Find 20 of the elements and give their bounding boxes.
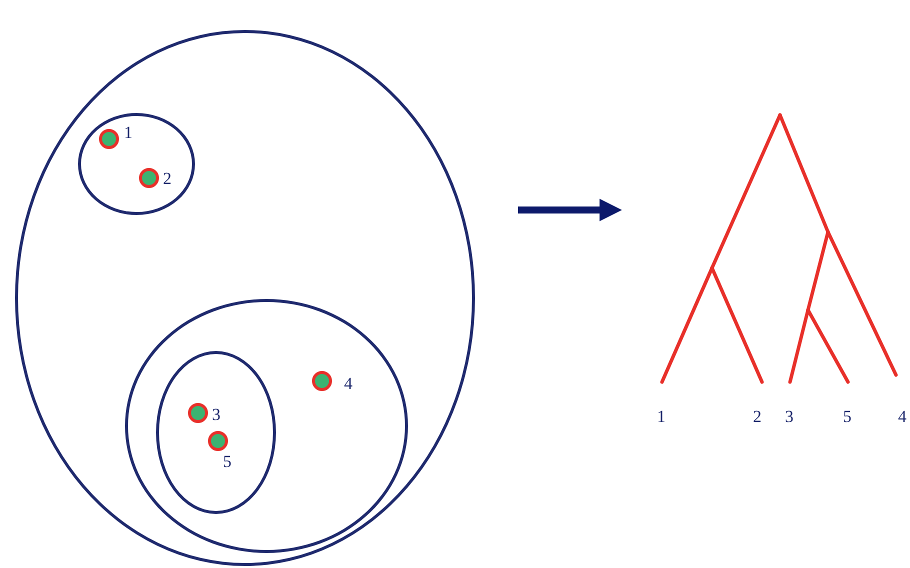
leaf-label: 1 (657, 408, 666, 425)
leaf-label: 3 (785, 408, 794, 425)
cluster-ellipse (78, 113, 195, 215)
leaf-label: 2 (753, 408, 762, 425)
leaf-label: 5 (843, 408, 852, 425)
data-point (99, 129, 119, 149)
data-point (188, 403, 208, 423)
point-label: 2 (163, 170, 172, 187)
point-label: 4 (344, 375, 352, 392)
data-point (208, 431, 228, 451)
data-point (139, 168, 159, 188)
cluster-ellipse (125, 299, 408, 553)
leaf-label: 4 (898, 408, 906, 425)
point-label: 3 (212, 406, 220, 423)
point-label: 1 (124, 124, 132, 141)
cluster-ellipse (156, 351, 276, 514)
cluster-ellipse (15, 30, 475, 566)
point-label: 5 (223, 453, 232, 470)
arrow (518, 198, 622, 222)
data-point (312, 371, 332, 391)
